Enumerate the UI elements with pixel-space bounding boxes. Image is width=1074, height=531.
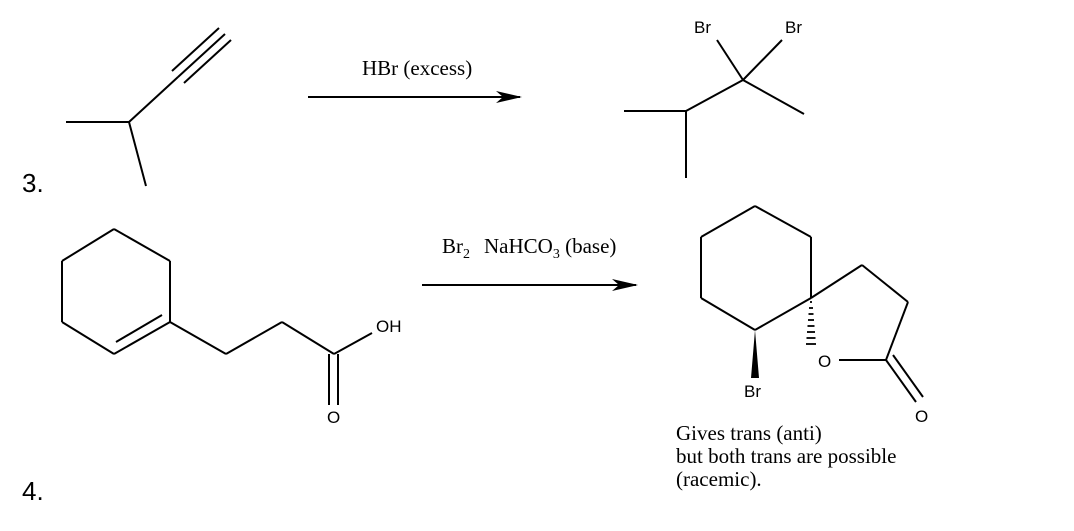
double-bond-line: [885, 359, 917, 403]
note-line: Gives trans (anti): [676, 421, 822, 445]
bond: [716, 39, 744, 81]
bond: [169, 321, 227, 355]
problem-3-arrow: HBr (excess): [308, 56, 522, 103]
bond: [861, 264, 909, 303]
bromine-atom-label: Br: [744, 382, 761, 401]
bond: [61, 228, 115, 262]
problem-4-number: 4.: [22, 476, 44, 506]
bond: [700, 297, 756, 331]
bond: [128, 121, 147, 187]
double-bond-line: [892, 354, 924, 398]
bond: [333, 332, 373, 355]
stereochemistry-note: Gives trans (anti) but both trans are po…: [676, 421, 896, 491]
note-line: but both trans are possible: [676, 444, 896, 468]
carbonyl-oxygen-label: O: [915, 407, 928, 426]
problem-4-arrow: Br2 NaHCO3 (base): [422, 234, 638, 291]
problem-3-reactant: [66, 27, 232, 187]
bond: [700, 205, 756, 238]
reagent-bromine-subscript: 2: [463, 247, 470, 262]
problem-3-product: Br Br: [624, 18, 805, 178]
hashed-wedge-bond: [806, 301, 816, 345]
problem-3-number: 3.: [22, 168, 44, 198]
bond: [685, 79, 744, 112]
reagent-base-note: (base): [560, 234, 617, 258]
hydroxyl-label: OH: [376, 317, 402, 336]
bond: [61, 321, 115, 355]
oxygen-atom-label: O: [327, 408, 340, 427]
double-bond-line: [115, 314, 163, 343]
bond: [810, 264, 863, 299]
problem-4-reactant: OH O: [61, 228, 402, 427]
problem-4-product: O O Br: [700, 205, 928, 426]
bond: [742, 39, 783, 81]
reagent-base: NaHCO: [484, 234, 553, 258]
bond: [113, 228, 171, 262]
bond: [754, 205, 812, 238]
reagent-bromine: Br: [442, 234, 463, 258]
bromine-atom-label: Br: [694, 18, 711, 37]
triple-bond-line: [183, 39, 232, 84]
problem-4-reagents: Br2 NaHCO3 (base): [442, 234, 616, 262]
problem-3-reagent: HBr (excess): [362, 56, 472, 80]
bond: [113, 321, 171, 355]
bond: [885, 301, 909, 361]
triple-bond-line: [171, 27, 220, 72]
bond: [128, 76, 179, 123]
ring-oxygen-label: O: [818, 352, 831, 371]
bond: [742, 79, 805, 115]
triple-bond-line: [177, 33, 226, 78]
solid-wedge-bond: [751, 330, 759, 378]
bond: [225, 321, 283, 355]
bond: [281, 321, 335, 355]
reagent-base-subscript: 3: [553, 247, 560, 262]
bromine-atom-label: Br: [785, 18, 802, 37]
bond: [754, 297, 812, 331]
note-line: (racemic).: [676, 467, 762, 491]
